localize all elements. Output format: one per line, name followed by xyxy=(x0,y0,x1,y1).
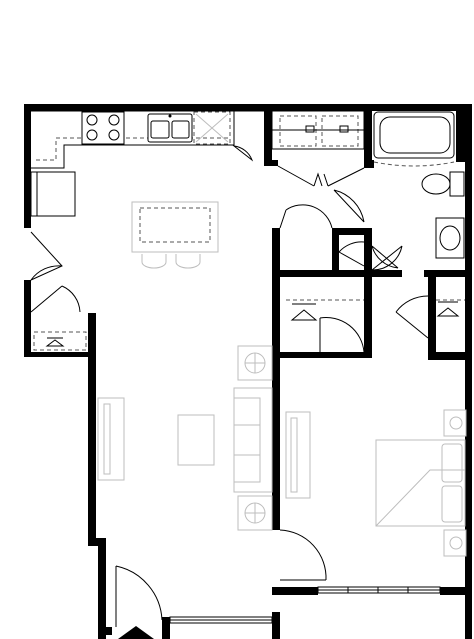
wall-bath-notch xyxy=(364,160,374,168)
dresser xyxy=(285,411,311,499)
wall-linen-top xyxy=(332,228,372,235)
bedroom-door xyxy=(279,529,327,581)
wall-hall-mid xyxy=(272,270,372,277)
kitchen-island xyxy=(131,201,219,253)
wall-closet-bottom xyxy=(24,352,96,357)
wall-bedroom-bottom xyxy=(272,587,318,595)
tv-console xyxy=(97,397,125,481)
closet-b-door xyxy=(395,295,429,339)
wall-bottom-mid-a xyxy=(162,617,170,639)
wall-bath-left xyxy=(364,104,372,168)
wall-bottom-right xyxy=(440,587,472,595)
dishwasher-icon xyxy=(193,111,231,145)
wall-left-living xyxy=(88,313,96,543)
sofa-icon xyxy=(233,387,273,493)
windows xyxy=(169,586,441,624)
laundry-bifold-door xyxy=(277,165,365,187)
bathtub-icon xyxy=(373,111,455,159)
nightstand-bottom xyxy=(443,529,467,557)
wall-step xyxy=(88,538,106,546)
bath-door xyxy=(333,189,365,223)
bed-icon xyxy=(375,439,466,527)
lamp-table-top xyxy=(237,345,273,381)
closet-a-door xyxy=(319,317,365,353)
coat-closet xyxy=(30,231,87,351)
wall-left-upper xyxy=(24,104,31,228)
refrigerator-icon xyxy=(30,171,76,217)
wall-left-middle xyxy=(24,280,31,356)
wall-linen-left xyxy=(332,228,339,276)
sink-icon xyxy=(435,217,465,259)
kitchen-sink-icon xyxy=(147,113,193,143)
wall-kitchen-right xyxy=(264,104,272,166)
nightstand-top xyxy=(443,409,467,437)
wall-tub-end xyxy=(456,104,472,162)
pantry-door xyxy=(232,145,254,162)
wall-bath-bottom-left xyxy=(372,270,402,277)
side-door xyxy=(30,231,63,281)
entry-arrow-icon xyxy=(118,626,154,639)
entry-door xyxy=(115,565,163,627)
wall-bottom-mid-b xyxy=(272,612,280,639)
wall-bath-bottom-right xyxy=(424,270,472,277)
wall-bedroom-left xyxy=(272,358,280,530)
hanger-icon xyxy=(290,303,318,321)
bath-door-lower xyxy=(371,245,403,271)
living-room xyxy=(97,345,327,639)
hall xyxy=(279,204,399,269)
kitchen-counter xyxy=(31,110,264,169)
wall-closet-b-bottom xyxy=(428,352,472,360)
range-icon xyxy=(81,111,125,145)
hall-door xyxy=(279,204,333,229)
bedroom xyxy=(285,409,467,557)
laundry xyxy=(271,110,365,187)
lamp-table-bottom xyxy=(237,495,273,531)
hanger-icon xyxy=(45,337,65,347)
closet-b xyxy=(395,295,465,339)
walls xyxy=(24,104,472,639)
bathroom xyxy=(333,111,465,271)
closet-a xyxy=(286,299,365,353)
closet-door-left xyxy=(30,285,81,313)
wall-closet-b-left xyxy=(428,277,436,357)
hanger-icon xyxy=(436,301,460,317)
coffee-table xyxy=(177,414,215,466)
wall-bottom-left xyxy=(98,627,112,635)
wall-left-lower xyxy=(98,538,106,639)
stools xyxy=(141,254,201,269)
wall-kitchen-notch xyxy=(264,160,278,166)
wall-closet-a-bottom xyxy=(280,352,372,358)
wall-right xyxy=(465,104,472,639)
wall-linen-right xyxy=(364,228,372,358)
linen-door xyxy=(338,241,365,267)
wall-top xyxy=(24,104,472,111)
toilet-icon xyxy=(421,171,465,197)
kitchen xyxy=(30,110,264,269)
wall-hall-left xyxy=(272,228,280,358)
